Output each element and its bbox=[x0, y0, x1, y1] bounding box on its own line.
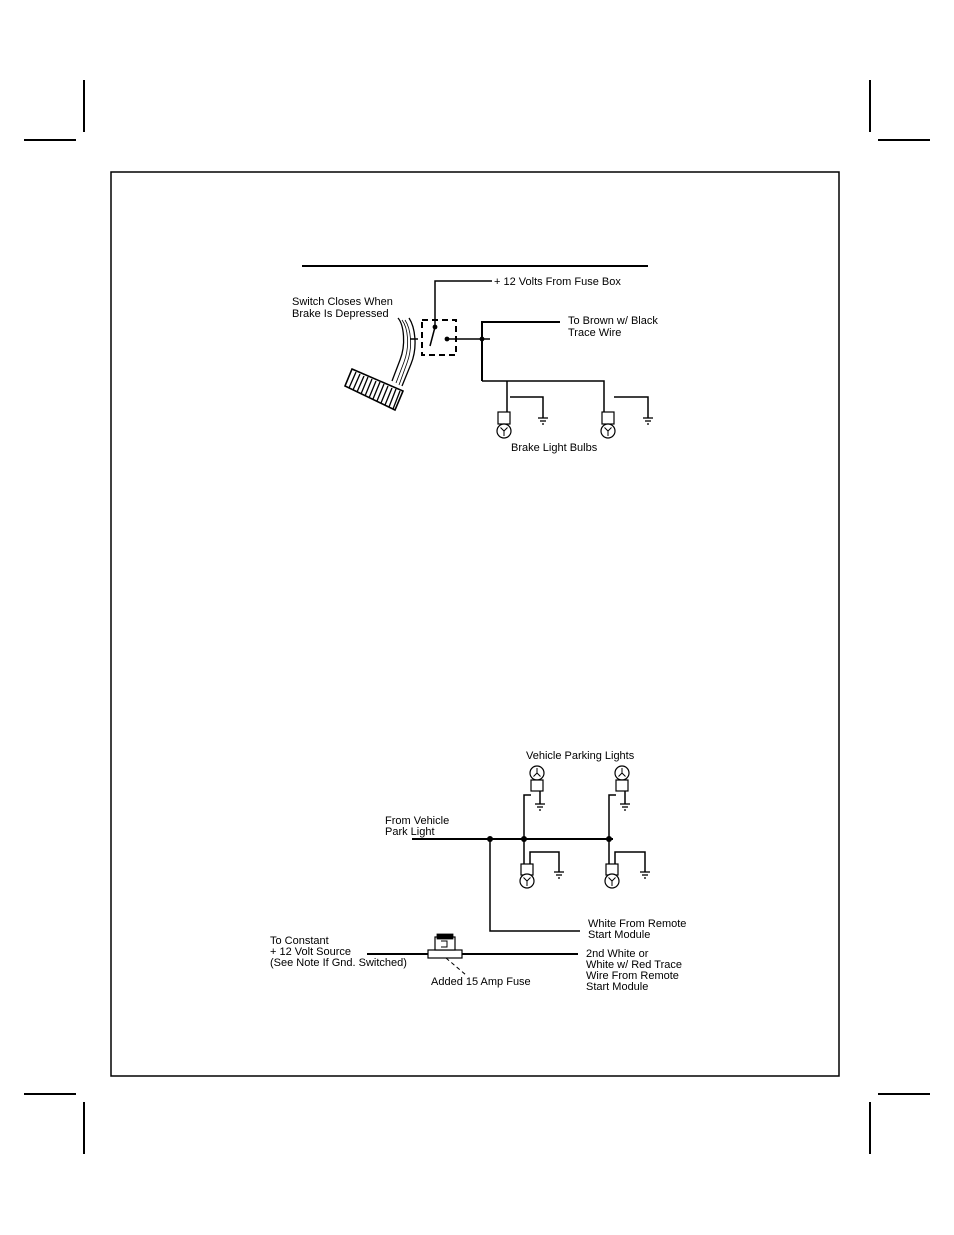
ground-icon bbox=[535, 803, 545, 811]
white-wire-label: White From Remote Start Module bbox=[588, 918, 689, 941]
parking-light-diagram: Vehicle Parking Lights bbox=[270, 750, 689, 993]
parking-bulbs-label: Vehicle Parking Lights bbox=[526, 750, 635, 762]
bulb-icon bbox=[496, 411, 512, 439]
bulb-icon bbox=[519, 863, 535, 889]
bulb-icon bbox=[614, 765, 630, 792]
output-label: To Brown w/ Black Trace Wire bbox=[568, 315, 661, 339]
second-white-wire-label: 2nd White or White w/ Red Trace Wire Fro… bbox=[586, 948, 685, 993]
fuse-rating: 15A bbox=[440, 934, 450, 940]
park-light-input-label: From Vehicle Park Light bbox=[385, 815, 452, 838]
constant-source-label: To Constant + 12 Volt Source (See Note I… bbox=[270, 935, 407, 969]
switch-label: Switch Closes When Brake Is Depressed bbox=[292, 296, 396, 320]
fuse-icon: 15A bbox=[427, 933, 463, 959]
output-wire bbox=[481, 321, 560, 381]
page-frame bbox=[110, 171, 840, 1077]
ground-icon bbox=[620, 803, 630, 811]
ground-icon bbox=[640, 871, 650, 879]
supply-wire bbox=[434, 280, 492, 327]
ground-icon bbox=[643, 417, 653, 425]
crop-marks bbox=[24, 80, 930, 1154]
ground-icon bbox=[538, 417, 548, 425]
fuse-leader-line bbox=[445, 957, 467, 976]
bulb-icon bbox=[604, 863, 620, 889]
ground-icon bbox=[554, 871, 564, 879]
bulb-icon bbox=[529, 765, 545, 792]
bulbs-label: Brake Light Bulbs bbox=[511, 442, 598, 454]
supply-label: + 12 Volts From Fuse Box bbox=[494, 276, 621, 288]
fuse-label: Added 15 Amp Fuse bbox=[431, 976, 531, 988]
brake-pedal-icon bbox=[343, 317, 416, 412]
white-wire bbox=[489, 839, 580, 932]
bulb-bus-wire bbox=[482, 380, 605, 412]
switch-icon bbox=[410, 319, 457, 356]
bulb-icon bbox=[600, 411, 616, 439]
brake-light-diagram: + 12 Volts From Fuse Box Switch Closes W… bbox=[292, 265, 661, 454]
